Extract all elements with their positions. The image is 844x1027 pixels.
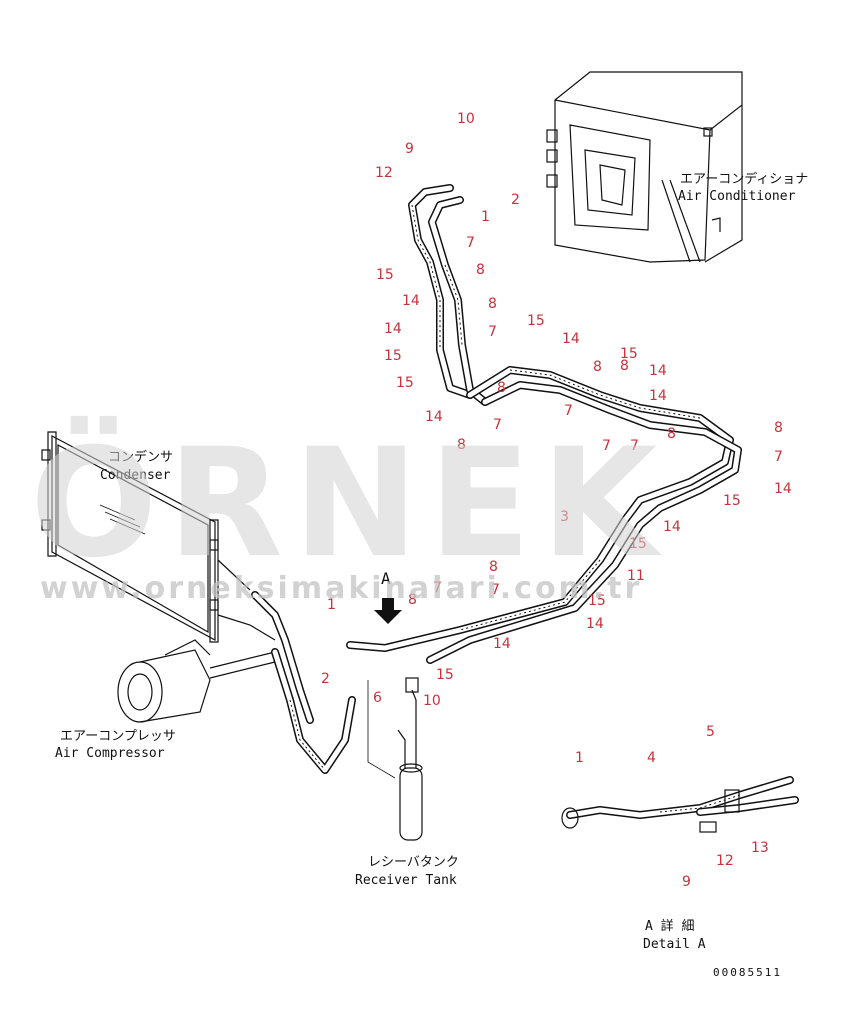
watermark: ÖRNEK www.orneksimakinalari.com.tr: [30, 415, 667, 606]
air-compressor-label: エアーコンプレッサ Air Compressor: [55, 729, 176, 761]
callout-7: 7: [630, 438, 639, 454]
callout-14: 14: [586, 616, 604, 632]
callout-14: 14: [425, 409, 443, 425]
air-conditioner-unit: [546, 71, 743, 263]
detail-a-label-en: Detail A: [643, 937, 706, 952]
callout-11: 11: [627, 568, 645, 584]
callout-14: 14: [649, 388, 667, 404]
receiver-tank-label-jp: レシーバタンク: [368, 855, 459, 870]
detail-a-inset: [561, 776, 799, 833]
air-compressor-label-en: Air Compressor: [55, 746, 165, 761]
detail-a-label: A 詳 細 Detail A: [643, 918, 706, 952]
callout-7: 7: [602, 438, 611, 454]
receiver-tank-label: レシーバタンク Receiver Tank: [355, 855, 459, 888]
callout-10: 10: [457, 111, 475, 127]
detail-a-label-jp: A 詳 細: [645, 918, 694, 934]
air-compressor-label-jp: エアーコンプレッサ: [60, 729, 176, 744]
callout-8: 8: [489, 559, 498, 575]
callout-2: 2: [321, 671, 330, 687]
watermark-brand: ÖRNEK: [30, 415, 667, 591]
callout-7: 7: [564, 403, 573, 419]
callout-9: 9: [405, 141, 414, 157]
callout-7: 7: [466, 235, 475, 251]
callout-14: 14: [649, 363, 667, 379]
callout-8: 8: [488, 296, 497, 312]
callout-7: 7: [488, 324, 497, 340]
receiver-tank-label-en: Receiver Tank: [355, 873, 457, 888]
callout-15: 15: [396, 375, 414, 391]
callout-15: 15: [629, 536, 647, 552]
callout-15: 15: [384, 348, 402, 364]
callout-14: 14: [384, 321, 402, 337]
watermark-url: www.orneksimakinalari.com.tr: [40, 571, 642, 606]
callout-1: 1: [327, 597, 336, 613]
callout-12: 12: [375, 165, 393, 181]
callout-14: 14: [562, 331, 580, 347]
callout-10: 10: [423, 693, 441, 709]
callout-15: 15: [436, 667, 454, 683]
callout-8: 8: [408, 592, 417, 608]
condenser-unit: [41, 431, 219, 643]
callout-8: 8: [620, 358, 629, 374]
drawing-number: 00085511: [713, 966, 782, 979]
condenser-label-en: Condenser: [100, 468, 171, 483]
callout-15: 15: [588, 593, 606, 609]
condenser-label-jp: コンデンサ: [108, 449, 173, 465]
air-conditioner-label-jp: エアーコンディショナ: [680, 171, 808, 187]
callout-13: 13: [751, 840, 769, 856]
callout-2: 2: [511, 192, 520, 208]
air-conditioner-label-en: Air Conditioner: [678, 189, 796, 204]
callout-14: 14: [774, 481, 792, 497]
callout-9: 9: [682, 874, 691, 890]
callout-7: 7: [774, 449, 783, 465]
callout-8: 8: [497, 380, 506, 396]
callout-1: 1: [575, 750, 584, 766]
callout-7: 7: [433, 580, 442, 596]
view-arrow-label: A: [381, 569, 391, 588]
callout-15: 15: [723, 493, 741, 509]
callout-1: 1: [481, 209, 490, 225]
callout-15: 15: [527, 313, 545, 329]
callout-8: 8: [774, 420, 783, 436]
callout-15: 15: [376, 267, 394, 283]
air-compressor-unit: [117, 639, 276, 723]
callout-5: 5: [706, 724, 715, 740]
callout-8: 8: [476, 262, 485, 278]
callout-8: 8: [593, 359, 602, 375]
receiver-tank-unit: [367, 677, 423, 841]
callout-8: 8: [457, 437, 466, 453]
callout-7: 7: [493, 417, 502, 433]
air-conditioner-label: エアーコンディショナ Air Conditioner: [678, 171, 808, 204]
callout-14: 14: [493, 636, 511, 652]
callout-8: 8: [667, 426, 676, 442]
callout-14: 14: [663, 519, 681, 535]
callout-14: 14: [402, 293, 420, 309]
view-arrow-a: A: [374, 569, 402, 624]
callout-4: 4: [647, 750, 656, 766]
callout-6: 6: [373, 690, 382, 706]
hose-routing: [217, 184, 742, 774]
callout-15: 15: [620, 346, 638, 362]
callout-12: 12: [716, 853, 734, 869]
callout-7: 7: [491, 582, 500, 598]
condenser-label: コンデンサ Condenser: [100, 449, 173, 483]
callout-3: 3: [560, 509, 569, 525]
